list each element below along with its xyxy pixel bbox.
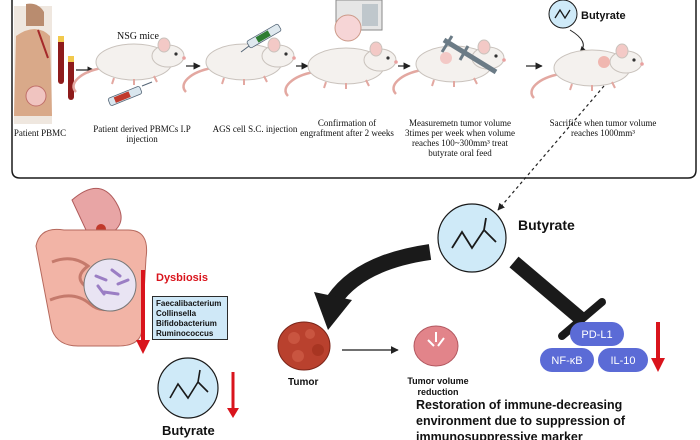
step-caption-2: Patient derived PBMCs I.P injection [93, 124, 191, 144]
blood-tubes-icon [58, 36, 74, 100]
reduced-tumor-icon [413, 325, 459, 367]
bacteria-item: Ruminococcus [156, 329, 214, 338]
protocol-panel-border [11, 0, 697, 179]
marker-label: IL-10 [610, 355, 635, 367]
bacteria-item: Bifidobacterium [156, 319, 217, 328]
promote-arrow [327, 244, 432, 305]
butyrate-main-molecule-icon [437, 203, 507, 273]
step-caption-4: Confirmation of engraftment after 2 week… [300, 118, 394, 138]
marker-label: PD-L1 [581, 329, 612, 341]
inhibition-line [509, 256, 585, 324]
ip-syringe-icon [107, 81, 153, 106]
tumor-icon [277, 321, 331, 371]
butyrate-top-molecule-icon [548, 0, 578, 29]
butyrate-main-label: Butyrate [518, 217, 575, 233]
arrow-top-butyrate [569, 29, 586, 53]
monitor-icon [334, 0, 383, 42]
sc-syringe-icon [240, 23, 282, 53]
bacteria-item: Faecalibacterium [156, 299, 222, 308]
mouse-2-icon [182, 36, 298, 94]
marker-nf-kb: NF-κB [540, 348, 594, 372]
gut-butyrate-label: Butyrate [162, 423, 215, 438]
bacteria-item: Collinsella [156, 309, 197, 318]
step-caption-3: AGS cell S.C. injection [212, 124, 298, 134]
tumor-label: Tumor [288, 377, 319, 388]
step-caption-6: Sacrifice when tumor volume reaches 1000… [549, 118, 657, 138]
butyrate-gut-molecule-icon [157, 357, 219, 419]
mice-label: NSG mice [117, 31, 159, 42]
tumor-mouse-icon [598, 56, 610, 68]
restoration-text: Restoration of immune-decreasing environ… [416, 398, 626, 440]
bacteria-list: Faecalibacterium Collinsella Bifidobacte… [152, 296, 228, 340]
tumor-reduction-label: Tumor volume reduction [407, 376, 469, 397]
mouse-5-icon [530, 42, 646, 100]
mouse-1-icon [72, 36, 188, 94]
step-caption-5: Measuremetn tumor volume 3times per week… [405, 118, 515, 158]
marker-il-10: IL-10 [598, 348, 648, 372]
marker-label: NF-κB [551, 355, 582, 367]
top-butyrate-label: Butyrate [581, 10, 626, 22]
step-caption-1: Patient PBMC [13, 128, 67, 138]
patient-icon [14, 3, 52, 124]
marker-pd-l1: PD-L1 [570, 322, 624, 346]
gut-icon [35, 187, 148, 347]
mouse-3-icon [284, 40, 400, 98]
dysbiosis-label: Dysbiosis [156, 272, 208, 284]
caliper-icon [440, 35, 498, 75]
